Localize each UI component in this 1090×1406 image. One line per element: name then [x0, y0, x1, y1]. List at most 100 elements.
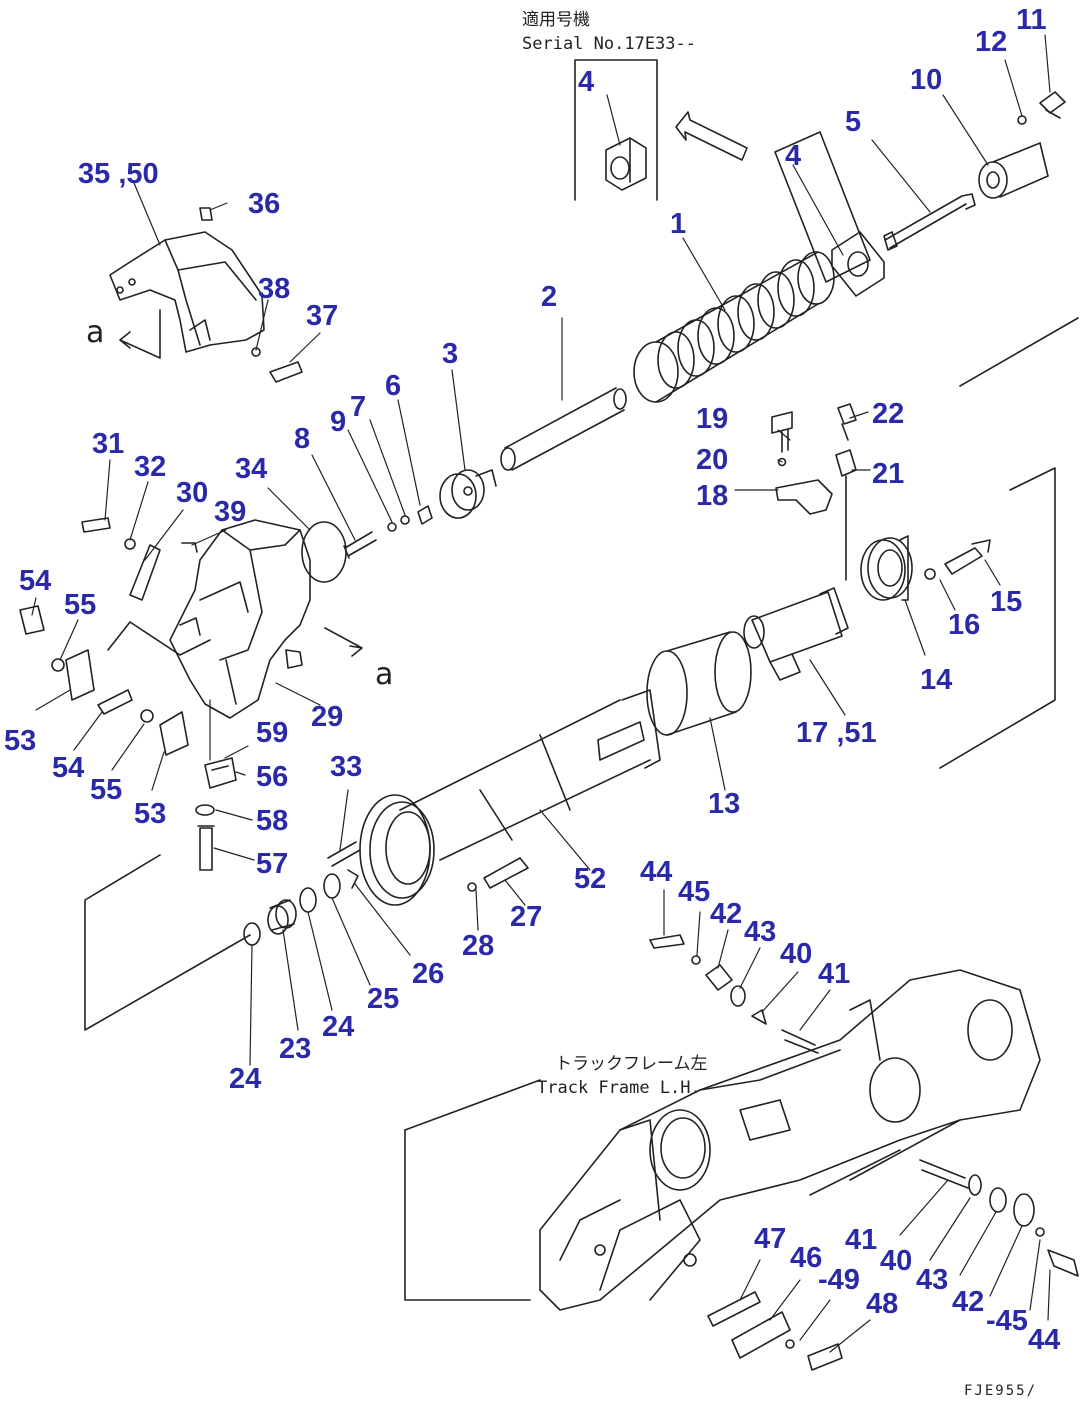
part-28-drawing: [467, 882, 477, 892]
part-label-7[interactable]: 7: [350, 391, 367, 423]
part-44-drawing-b: [1047, 1249, 1079, 1277]
part-33-drawing: [327, 841, 361, 867]
part-label-43-b[interactable]: 43: [916, 1264, 949, 1296]
part-2-rod-drawing: [500, 387, 627, 471]
part-label-15[interactable]: 15: [990, 586, 1023, 618]
part-45-drawing-a: [691, 955, 701, 965]
part-label-10[interactable]: 10: [910, 64, 943, 96]
direction-arrow: [675, 111, 748, 161]
part-58-drawing: [195, 804, 215, 816]
part-54-drawing-a: [19, 605, 45, 635]
part-47-drawing: [707, 1291, 761, 1327]
part-3-drawing: [439, 469, 497, 519]
part-label-38[interactable]: 38: [258, 273, 291, 305]
part-label-12[interactable]: 12: [975, 26, 1008, 58]
part-label-4-serial[interactable]: 4: [578, 66, 595, 98]
part-20-drawing: [777, 457, 787, 467]
part-label-57[interactable]: 57: [256, 848, 289, 880]
part-label-53-b[interactable]: 53: [134, 798, 167, 830]
part-label-3[interactable]: 3: [442, 338, 459, 370]
part-label-30[interactable]: 30: [176, 477, 209, 509]
part-42-drawing-b: [1013, 1193, 1035, 1227]
part-label-28[interactable]: 28: [462, 930, 495, 962]
part-38-drawing: [251, 347, 261, 357]
part-label-2[interactable]: 2: [541, 281, 558, 313]
serial-bracket: [574, 59, 658, 201]
part-9-drawing: [387, 522, 397, 532]
part-label-44-a[interactable]: 44: [640, 856, 673, 888]
part-label-40-a[interactable]: 40: [780, 938, 813, 970]
part-label-52[interactable]: 52: [574, 863, 607, 895]
part-label-49[interactable]: -49: [818, 1264, 860, 1296]
part-label-36[interactable]: 36: [248, 188, 281, 220]
part-54-drawing-b: [97, 689, 133, 715]
part-label-42-a[interactable]: 42: [710, 898, 743, 930]
part-13-drawing: [646, 631, 752, 791]
part-label-27[interactable]: 27: [510, 901, 543, 933]
part-label-13[interactable]: 13: [708, 788, 741, 820]
part-label-17-51[interactable]: 17 ,51: [796, 717, 877, 749]
part-label-54-b[interactable]: 54: [52, 752, 85, 784]
part-label-9[interactable]: 9: [330, 406, 347, 438]
part-label-20[interactable]: 20: [696, 444, 729, 476]
part-label-40-b[interactable]: 40: [880, 1245, 913, 1277]
part-7-drawing: [400, 515, 410, 525]
part-label-56[interactable]: 56: [256, 761, 289, 793]
part-label-41-a[interactable]: 41: [818, 958, 851, 990]
part-19-drawing: [771, 411, 793, 453]
part-label-42-b[interactable]: 42: [952, 1286, 985, 1318]
part-label-1[interactable]: 1: [670, 208, 687, 240]
part-label-37[interactable]: 37: [306, 300, 339, 332]
part-label-59[interactable]: 59: [256, 717, 289, 749]
part-label-58[interactable]: 58: [256, 805, 289, 837]
part-label-45-a[interactable]: 45: [678, 876, 711, 908]
part-label-39[interactable]: 39: [214, 496, 247, 528]
part-label-44-b[interactable]: 44: [1028, 1324, 1061, 1356]
part-24-drawing-a: [243, 922, 261, 946]
left-bracket: [84, 854, 251, 1031]
part-5-drawing: [884, 193, 976, 249]
part-label-43-a[interactable]: 43: [744, 916, 777, 948]
part-label-16[interactable]: 16: [948, 609, 981, 641]
part-label-46[interactable]: 46: [790, 1242, 823, 1274]
part-label-21[interactable]: 21: [872, 458, 905, 490]
part-label-18[interactable]: 18: [696, 480, 729, 512]
part-35-guard-drawing: [109, 231, 265, 353]
part-26-drawing: [347, 869, 359, 889]
part-label-53-a[interactable]: 53: [4, 725, 37, 757]
part-label-32[interactable]: 32: [134, 451, 167, 483]
part-label-24-b[interactable]: 24: [322, 1011, 355, 1043]
part-55-drawing-a: [51, 658, 65, 672]
part-label-35-50[interactable]: 35 ,50: [78, 158, 159, 190]
leader-lines: [133, 34, 1051, 541]
part-label-41-b[interactable]: 41: [845, 1224, 878, 1256]
part-label-14[interactable]: 14: [920, 664, 953, 696]
part-label-19[interactable]: 19: [696, 403, 729, 435]
part-label-33[interactable]: 33: [330, 751, 363, 783]
part-label-54-a[interactable]: 54: [19, 565, 52, 597]
part-55-drawing-b: [140, 709, 154, 723]
part-56-drawing: [204, 757, 237, 789]
part-label-48[interactable]: 48: [866, 1288, 899, 1320]
part-label-45-b[interactable]: -45: [986, 1305, 1028, 1337]
part-label-55-b[interactable]: 55: [90, 774, 123, 806]
part-label-5[interactable]: 5: [845, 106, 862, 138]
part-6-drawing: [417, 505, 433, 525]
part-label-4[interactable]: 4: [785, 140, 802, 172]
part-label-23[interactable]: 23: [279, 1033, 312, 1065]
part-label-55-a[interactable]: 55: [64, 589, 97, 621]
part-label-34[interactable]: 34: [235, 453, 268, 485]
part-10-drawing: [978, 142, 1049, 199]
part-label-22[interactable]: 22: [872, 398, 905, 430]
part-label-47[interactable]: 47: [754, 1223, 787, 1255]
part-label-25[interactable]: 25: [367, 983, 400, 1015]
part-label-6[interactable]: 6: [385, 370, 402, 402]
part-label-24-a[interactable]: 24: [229, 1063, 262, 1095]
part-12-drawing: [1017, 115, 1027, 125]
part-label-29[interactable]: 29: [311, 701, 344, 733]
part-label-31[interactable]: 31: [92, 428, 125, 460]
part-label-8[interactable]: 8: [294, 423, 311, 455]
part-label-11[interactable]: 11: [1016, 4, 1047, 36]
part-label-26[interactable]: 26: [412, 958, 445, 990]
